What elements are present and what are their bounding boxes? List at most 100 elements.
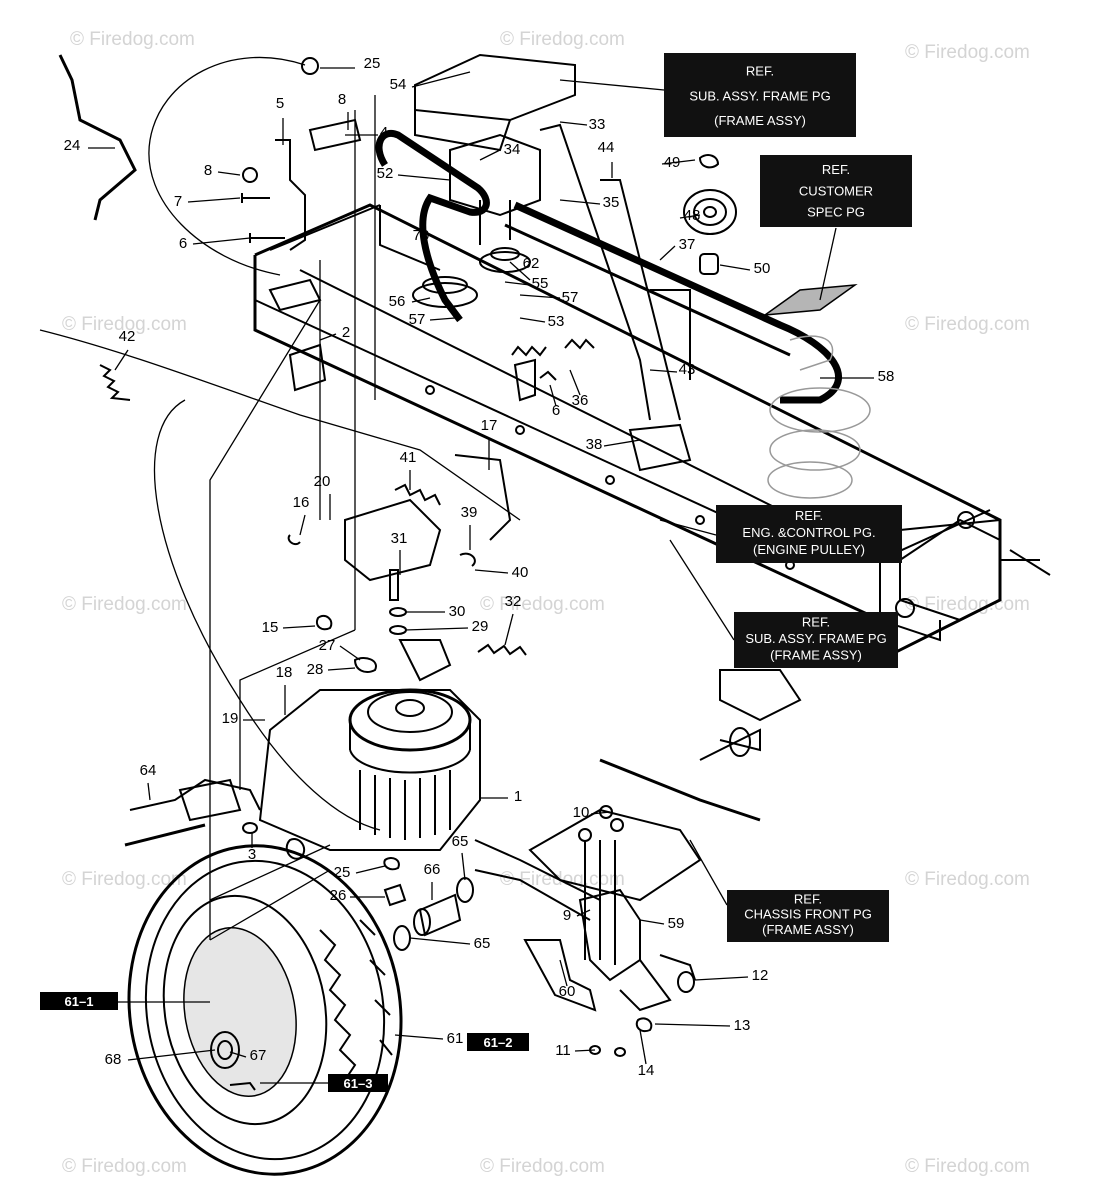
- transaxle-drawing: [124, 688, 481, 907]
- part-number-52: 52: [377, 165, 394, 182]
- watermark-text: © Firedog.com: [70, 29, 195, 50]
- part-number-53: 53: [548, 313, 565, 330]
- reference-box-line: REF.: [795, 508, 823, 523]
- reference-boxes: REF.SUB. ASSY. FRAME PG(FRAME ASSY)REF.C…: [664, 53, 912, 942]
- part-number-25: 25: [334, 864, 351, 881]
- reference-box: REF. ENG. &CONTROL PG. (ENGINE PULLEY): [716, 505, 902, 563]
- part-number-5: 5: [276, 95, 284, 112]
- reference-box: REF.CHASSIS FRONT PG(FRAME ASSY): [727, 890, 889, 942]
- part-tag-label: 61–1: [65, 994, 94, 1009]
- customer-spec-part-drawing: [762, 284, 858, 316]
- watermark-text: © Firedog.com: [905, 594, 1030, 615]
- part-number-61: 61: [447, 1030, 464, 1047]
- part-number-65: 65: [452, 833, 469, 850]
- reference-box-bg: [664, 53, 856, 137]
- part-number-11: 11: [555, 1042, 571, 1059]
- reference-box-line: (ENGINE PULLEY): [753, 542, 865, 557]
- part-tag-box: [328, 1074, 388, 1092]
- part-number-56: 56: [389, 293, 406, 310]
- part-number-64: 64: [140, 762, 157, 779]
- part-number-31: 31: [391, 530, 408, 547]
- reference-box-line: SUB. ASSY. FRAME PG: [689, 88, 830, 103]
- reference-box-line: (FRAME ASSY): [770, 647, 862, 662]
- part-number-38: 38: [586, 436, 603, 453]
- part-number-44: 44: [598, 139, 615, 156]
- part-tag-box: [40, 992, 118, 1010]
- main-frame-drawing: [253, 203, 1051, 761]
- part-number-3: 3: [248, 846, 256, 863]
- reference-box-line: SPEC PG: [807, 205, 865, 220]
- part-number-14: 14: [638, 1062, 655, 1079]
- part-number-54: 54: [390, 76, 407, 93]
- part-number-6: 6: [179, 235, 187, 252]
- pulleys-drawing: [412, 154, 871, 499]
- reference-box-line: (FRAME ASSY): [762, 922, 854, 937]
- part-tag: 61–2: [467, 1033, 529, 1051]
- part-number-1: 1: [514, 788, 522, 805]
- springs-drawing: [99, 338, 595, 656]
- part-tags: 61–1 61–2 61–3: [40, 992, 529, 1092]
- watermark-text: © Firedog.com: [500, 869, 625, 890]
- part-number-57: 57: [562, 289, 579, 306]
- part-number-49: 49: [664, 154, 681, 171]
- watermark-text: © Firedog.com: [905, 42, 1030, 63]
- part-number-57: 57: [409, 311, 426, 328]
- part-number-50: 50: [754, 260, 771, 277]
- part-tag: 61–1: [40, 992, 118, 1010]
- part-number-27: 27: [319, 637, 336, 654]
- part-number-6: 6: [552, 402, 560, 419]
- watermark-text: © Firedog.com: [62, 594, 187, 615]
- part-number-68: 68: [105, 1051, 122, 1068]
- reference-box: REF. SUB. ASSY. FRAME PG(FRAME ASSY): [734, 612, 898, 668]
- part-tag-label: 61–3: [344, 1076, 373, 1091]
- steering-drawing: [474, 758, 761, 1057]
- part-number-32: 32: [505, 593, 522, 610]
- reference-box-line: (FRAME ASSY): [714, 113, 806, 128]
- top-plate-drawing: [414, 53, 576, 245]
- watermark-text: © Firedog.com: [480, 594, 605, 615]
- part-number-33: 33: [589, 116, 606, 133]
- part-number-65: 65: [474, 935, 491, 952]
- part-number-13: 13: [734, 1017, 751, 1034]
- part-number-30: 30: [449, 603, 466, 620]
- watermark-text: © Firedog.com: [62, 869, 187, 890]
- watermark-text: © Firedog.com: [62, 1156, 187, 1177]
- part-number-8: 8: [338, 91, 346, 108]
- part-number-34: 34: [504, 141, 521, 158]
- part-number-4: 4: [380, 124, 388, 141]
- reference-box-line: REF.: [794, 891, 822, 906]
- reference-box: REF.SUB. ASSY. FRAME PG(FRAME ASSY): [664, 53, 856, 137]
- part-number-36: 36: [572, 392, 589, 409]
- watermark-text: © Firedog.com: [500, 29, 625, 50]
- part-number-17: 17: [481, 417, 498, 434]
- reference-box-bg: [734, 612, 898, 668]
- part-number-24: 24: [64, 137, 81, 154]
- part-number-59: 59: [668, 915, 685, 932]
- part-number-39: 39: [461, 504, 478, 521]
- part-number-8: 8: [204, 162, 212, 179]
- reference-box-line: REF.: [822, 162, 850, 177]
- spacers-drawing: [393, 877, 474, 951]
- rear-wheel-drawing: [127, 844, 403, 1176]
- reference-box-bg: [760, 155, 912, 227]
- part-number-48: 48: [684, 207, 701, 224]
- reference-box-line: REF.: [802, 614, 830, 629]
- part-tag: 61–3: [328, 1074, 388, 1092]
- part-number-58: 58: [878, 368, 895, 385]
- part-number-25: 25: [364, 55, 381, 72]
- part-number-28: 28: [307, 661, 324, 678]
- part-number-35: 35: [603, 194, 620, 211]
- part-number-10: 10: [573, 804, 590, 821]
- part-number-26: 26: [330, 887, 347, 904]
- part-number-9: 9: [563, 907, 571, 924]
- part-number-16: 16: [293, 494, 310, 511]
- reference-box-line: SUB. ASSY. FRAME PG: [745, 631, 886, 646]
- part-number-55: 55: [532, 275, 549, 292]
- reference-box-line: CUSTOMER: [799, 183, 873, 198]
- part-number-2: 2: [342, 324, 350, 341]
- reference-box-line: ENG. &CONTROL PG.: [742, 525, 875, 540]
- part-number-40: 40: [512, 564, 529, 581]
- part-number-18: 18: [276, 664, 293, 681]
